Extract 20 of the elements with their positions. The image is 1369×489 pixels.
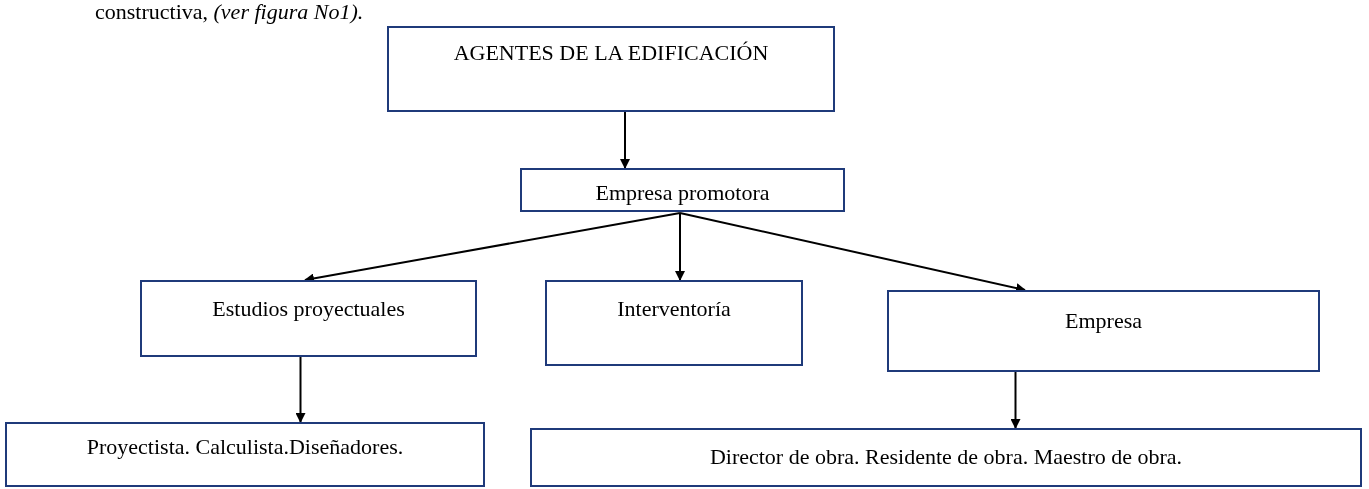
arrow [620,111,630,169]
process-box [5,422,485,487]
intro-text: constructiva, (ver figura No1). [95,0,364,24]
arrow [679,212,1026,293]
box-label: Empresa promotora [595,180,770,206]
process-box [530,428,1362,487]
arrow [1010,371,1021,429]
box-label: Director de obra. Residente de obra. Maestro de obra. [709,444,1183,470]
box-label: Proyectista. Calculista.Diseñadores. [86,434,404,460]
arrow [295,356,306,423]
process-box [545,280,803,366]
box-label: Interventoría [617,296,731,322]
process-box [140,280,477,357]
box-label: AGENTES DE LA EDIFICACIÓN [453,40,769,66]
box-label: Estudios proyectuales [212,296,405,322]
arrow [675,212,685,281]
process-box [520,168,845,212]
process-box [887,290,1320,372]
box-label: Empresa [1065,308,1142,334]
process-box [387,26,835,112]
